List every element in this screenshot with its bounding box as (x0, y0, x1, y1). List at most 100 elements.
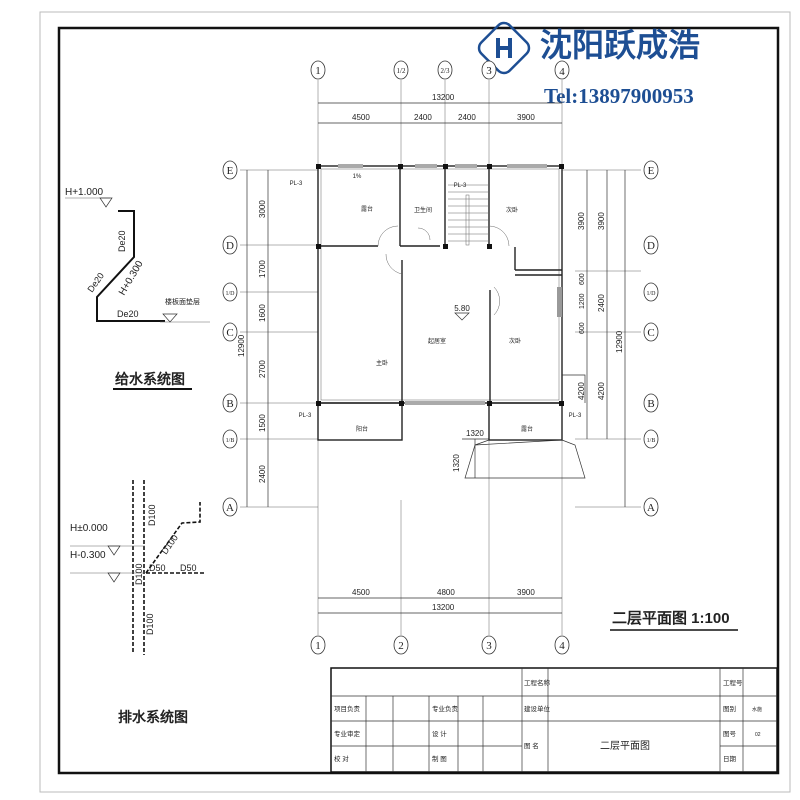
tb-label: 图号 (723, 730, 737, 738)
pipe-label: PL-3 (569, 413, 582, 419)
supply-diagram-title: 给水系统图 (115, 371, 185, 387)
entrance-canopy (464, 439, 586, 479)
tb-label: 项目负责 (334, 704, 361, 713)
dim-text: 2700 (258, 360, 267, 378)
drawing-title: 二层平面图 1:100 (612, 610, 730, 627)
axis-label: C (647, 327, 654, 339)
dim-text: 4200 (577, 382, 586, 400)
room-label: 露台 (361, 205, 373, 213)
tb-label: 建设单位 (524, 704, 551, 713)
dim-text: 4500 (352, 113, 370, 122)
pipe-size: D100 (145, 613, 155, 635)
drainage-diagram: H±0.000 H-0.300 D100 D100 D100 D100 D50 … (70, 480, 205, 725)
axis-label: B (226, 398, 233, 410)
logo-mark-icon (496, 38, 512, 58)
dim-text: 1500 (258, 414, 267, 432)
tb-label: 校 对 (334, 754, 349, 763)
axis-label: A (226, 502, 234, 514)
dimension-texts: 13200 4500 2400 2400 3900 4500 4800 3900… (237, 93, 624, 612)
dim-text: 600 (579, 273, 586, 285)
grid-lines (240, 80, 641, 635)
tb-value: 02 (755, 732, 761, 738)
pipe-size: D100 (134, 563, 144, 585)
window (415, 164, 437, 168)
canopy (562, 374, 586, 403)
axis-label: 1/B (226, 438, 235, 444)
dim-text: 2400 (458, 113, 476, 122)
elevation-triangle-icon (454, 312, 470, 321)
tb-label: 制 图 (432, 754, 447, 763)
axis-label: 1/B (647, 438, 656, 444)
axis-label: A (647, 502, 655, 514)
tb-label: 工程号 (723, 678, 743, 687)
building-walls (316, 164, 586, 479)
window (338, 164, 363, 168)
room-label: 次卧 (506, 206, 518, 214)
room-label: 卫生间 (414, 206, 432, 214)
axis-label: 2 (398, 640, 404, 652)
pipe-label: PL-3 (299, 413, 312, 419)
axis-label: 3 (486, 640, 492, 652)
axis-label: 4 (559, 640, 565, 652)
columns (316, 164, 564, 406)
axis-bubbles (222, 60, 659, 655)
pipe-label: PL-3 (290, 181, 303, 187)
dim-text: 2400 (258, 465, 267, 483)
elevation-label: H+0.300 (117, 259, 146, 298)
pipe-size: D50 (149, 563, 166, 573)
dim-text: 2400 (414, 113, 432, 122)
window (405, 401, 485, 405)
sheet-frame (57, 26, 780, 775)
room-labels: 露台 卫生间 次卧 起居室 主卧 次卧 阳台 露台 5.80 PL-3 PL-3… (290, 174, 582, 433)
axis-label: 1 (315, 65, 321, 77)
axis-label: 1 (315, 640, 321, 652)
axis-label: E (648, 165, 655, 177)
pipe-size: De20 (117, 230, 127, 252)
dim-text: 1600 (258, 304, 267, 322)
doors (377, 225, 510, 316)
tb-label: 专业审定 (334, 729, 361, 738)
tb-drawing-name: 二层平面图 (600, 740, 650, 752)
axis-label: 3 (486, 65, 492, 77)
room-label: 次卧 (509, 337, 521, 345)
dim-text: 2400 (597, 294, 606, 312)
axis-label: D (647, 240, 655, 252)
pipe-label: PL-3 (454, 183, 467, 189)
dim-text: 4800 (437, 588, 455, 597)
floor-label: 楼板面垫层 (165, 297, 200, 306)
axis-label: 1/2 (397, 67, 406, 75)
page-edge (39, 11, 791, 793)
company-phone: Tel:13897900953 (544, 84, 694, 108)
dim-text: 13200 (432, 603, 455, 612)
dim-text: 1200 (579, 293, 586, 309)
dimension-lines (246, 102, 626, 614)
dim-text: 3900 (517, 588, 535, 597)
company-logo: 沈阳跃成浩 Tel:13897900953 (477, 21, 700, 108)
pipe-size: De20 (117, 309, 139, 319)
axis-label: 4 (559, 66, 565, 78)
elevation-label: H+1.000 (65, 187, 104, 198)
dim-text: 3900 (517, 113, 535, 122)
dim-text: 3900 (597, 212, 606, 230)
dim-text: 4500 (352, 588, 370, 597)
dim-text: 12900 (615, 330, 624, 353)
axis-label: E (227, 165, 234, 177)
axis-label: C (226, 327, 233, 339)
tb-value: 水施 (752, 706, 762, 713)
slope-label: 1% (353, 174, 362, 180)
elevation-label: H±0.000 (70, 523, 108, 534)
dim-text: 1320 (452, 454, 461, 472)
dim-text: 3000 (258, 200, 267, 218)
dim-text: 600 (579, 322, 586, 334)
tb-label: 工程名称 (524, 678, 551, 687)
axis-label: 1/D (647, 291, 657, 297)
dim-text: 13200 (432, 93, 455, 102)
dim-text: 3900 (577, 212, 586, 230)
dim-text: 1320 (466, 429, 484, 438)
axis-label: 2/3 (441, 67, 450, 75)
staircase (448, 184, 488, 246)
title-block: 工程名称 工程号 项目负责 专业负责 建设单位 图别 水施 专业审定 设 计 图… (330, 667, 778, 773)
room-label: 起居室 (428, 337, 446, 345)
